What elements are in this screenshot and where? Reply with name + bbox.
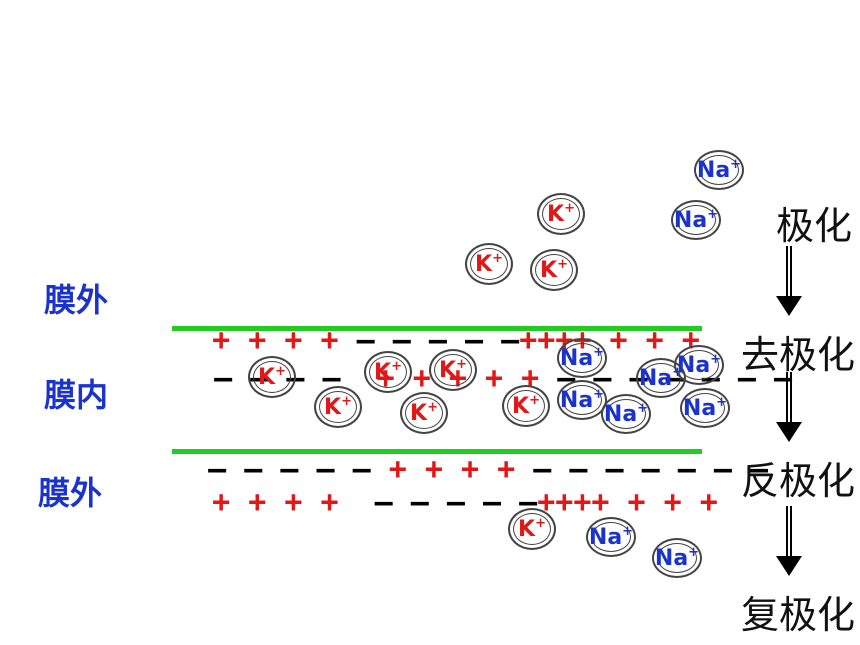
potassium-ion: K+ bbox=[364, 351, 412, 393]
charge-minus: – – – – – – – bbox=[515, 452, 769, 487]
potassium-ion: K+ bbox=[465, 243, 513, 285]
potassium-ion: K+ bbox=[537, 193, 585, 235]
sodium-ion: Na+ bbox=[671, 200, 721, 240]
sodium-ion: Na+ bbox=[680, 388, 730, 428]
membrane-bottom bbox=[172, 449, 702, 454]
charge-row-bottom-inner: – – – – – + + + + – – – – – – – bbox=[172, 425, 768, 485]
charge-plus: + + + + bbox=[370, 452, 516, 487]
charge-plus: + + + + bbox=[212, 323, 339, 358]
label-outside-top: 膜外 bbox=[44, 281, 109, 319]
label-outside-bottom: 膜外 bbox=[38, 474, 103, 512]
stage-repolarization: 复极化 bbox=[741, 593, 856, 637]
potassium-ion: K+ bbox=[400, 392, 448, 434]
charge-plus: ++++ + + + bbox=[537, 485, 718, 520]
sodium-ion: Na+ bbox=[557, 338, 607, 378]
sodium-ion: Na+ bbox=[694, 150, 744, 190]
charge-row-top-outer: + + + + – – – – –++++ + + + bbox=[176, 296, 700, 356]
charge-row-bottom-outer: + + + + – – – – –++++ + + + bbox=[176, 458, 718, 518]
stage-polarization: 极化 bbox=[776, 204, 853, 248]
charge-minus: – – – – – bbox=[208, 452, 371, 487]
sodium-ion: Na+ bbox=[601, 394, 651, 434]
stage-depolarization: 去极化 bbox=[741, 333, 856, 377]
potassium-ion: K+ bbox=[502, 385, 550, 427]
potassium-ion: K+ bbox=[530, 249, 578, 291]
charge-plus: + + + + bbox=[212, 485, 339, 520]
charge-minus: – – – – – bbox=[338, 485, 538, 520]
down-arrow-icon bbox=[776, 372, 802, 442]
sodium-ion: Na+ bbox=[652, 538, 702, 578]
membrane-top bbox=[172, 326, 702, 331]
potassium-ion: K+ bbox=[314, 386, 362, 428]
down-arrow-icon bbox=[776, 506, 802, 576]
sodium-ion: Na+ bbox=[636, 358, 686, 398]
potassium-ion: K+ bbox=[429, 349, 477, 391]
down-arrow-icon bbox=[776, 246, 802, 316]
potassium-ion: K+ bbox=[508, 508, 556, 550]
sodium-ion: Na+ bbox=[586, 517, 636, 557]
label-inside: 膜内 bbox=[44, 376, 109, 414]
sodium-ion: Na+ bbox=[557, 380, 607, 420]
stage-reverse-polarization: 反极化 bbox=[741, 459, 856, 503]
charge-minus: – – – – – bbox=[338, 323, 520, 358]
potassium-ion: K+ bbox=[248, 356, 296, 398]
